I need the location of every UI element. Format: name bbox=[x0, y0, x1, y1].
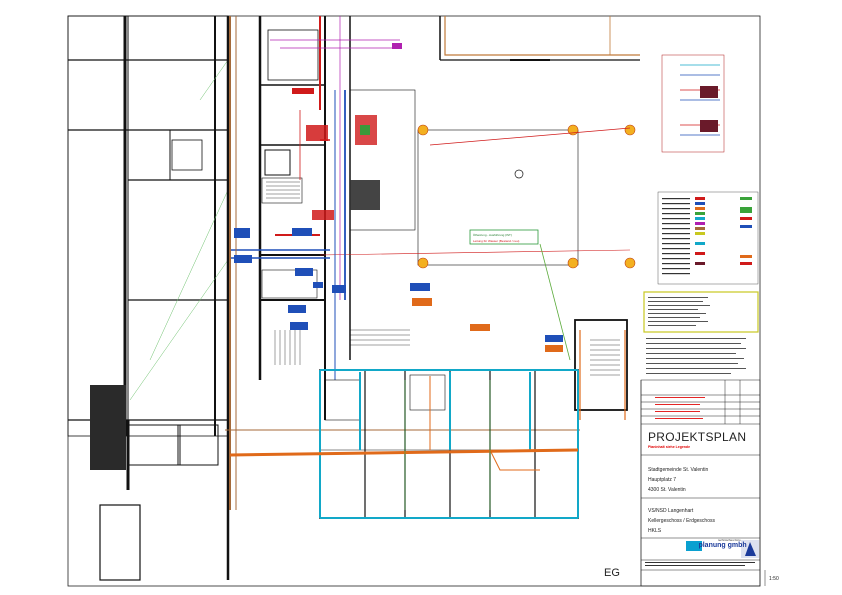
legend-panel bbox=[657, 191, 759, 285]
core-walls bbox=[226, 16, 351, 580]
left-stairwell bbox=[90, 385, 126, 470]
upper-right-walls bbox=[349, 16, 640, 266]
schematic-panel bbox=[661, 54, 725, 153]
company-tagline: technisches büro bbox=[718, 538, 741, 542]
core-top-stair bbox=[267, 29, 319, 81]
sheet-subtitle: Planinhalt siehe Legende bbox=[648, 445, 691, 449]
company-logo: ITT planung gmbh bbox=[686, 542, 747, 549]
sheet-title: PROJEKTSPLAN bbox=[648, 430, 747, 444]
project-level: Kellergeschoss / Erdgeschoss bbox=[648, 518, 715, 524]
green-guide-lines bbox=[129, 59, 229, 401]
cyan-ducts bbox=[319, 369, 579, 519]
annotation-line2: Leitung für Wasser (Bestand / neu) bbox=[473, 239, 519, 243]
notes-box bbox=[643, 291, 759, 333]
client-name: Stadtgemeinde St. Valentin bbox=[648, 467, 709, 473]
orange-boundary-upper bbox=[444, 16, 640, 56]
left-wing-walls bbox=[67, 15, 229, 437]
core-stairs bbox=[266, 181, 410, 365]
client-city: 4300 St. Valentin bbox=[648, 487, 686, 493]
annotation-green-box bbox=[469, 229, 539, 245]
right-stair bbox=[590, 339, 620, 376]
project-discipline: HKLS bbox=[648, 528, 662, 534]
left-lower-room bbox=[99, 504, 141, 581]
project-name: VS/NSD Langenhart bbox=[648, 508, 694, 514]
ceiling-outlet bbox=[514, 169, 524, 179]
company-logo-prefix: ITT bbox=[686, 542, 697, 549]
magenta-ducts bbox=[270, 16, 400, 300]
floor-label: EG bbox=[604, 567, 620, 579]
annotation-line1: Ölheizung - Ausführung (IST) bbox=[473, 233, 512, 237]
core-stair-icon bbox=[350, 180, 380, 210]
client-street: Hauptplatz 7 bbox=[648, 477, 677, 483]
title-block bbox=[640, 379, 766, 587]
company-logo-text: planung gmbh bbox=[698, 542, 747, 549]
ceiling-lights bbox=[417, 124, 636, 269]
scale-label: 1:50 bbox=[769, 576, 779, 582]
orange-heating-main bbox=[229, 448, 579, 457]
lower-block-walls bbox=[319, 319, 628, 519]
equipment-tags bbox=[234, 43, 563, 352]
